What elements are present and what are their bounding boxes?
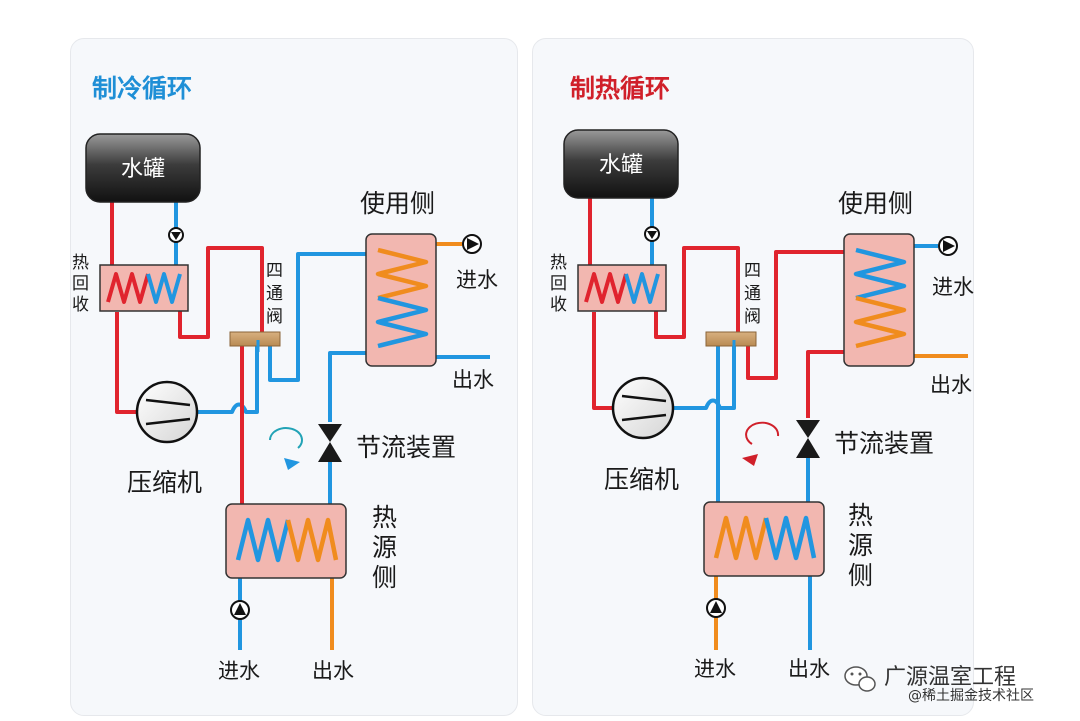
source-water-in-label: 进水 (694, 657, 736, 681)
source-side-label-char: 热 (372, 503, 397, 532)
wechat-icon (844, 666, 876, 692)
throttle-label: 节流装置 (834, 429, 934, 458)
water-tank (85, 133, 201, 203)
compressor-icon (611, 376, 675, 440)
tank-pump-icon (644, 226, 660, 242)
tank-pump-icon (168, 227, 184, 243)
heat-recovery-label: 热 回 收 (72, 253, 89, 315)
user-water-out-label: 出水 (930, 373, 972, 397)
pipe-valve-to-user (268, 252, 366, 382)
compressor-label: 压缩机 (604, 465, 679, 494)
user-side-exchanger (843, 233, 915, 367)
heat-recovery-label: 热 回 收 (550, 253, 567, 315)
panel-heating: 制热循环 水罐 (550, 74, 974, 681)
compressor-label: 压缩机 (127, 468, 202, 497)
source-side-label-char: 热 (848, 501, 873, 530)
throttle-valve-icon (318, 424, 342, 462)
user-water-in-label: 进水 (932, 275, 974, 299)
pipe-user-to-throttle (806, 350, 844, 418)
source-side-label-char: 源 (372, 533, 397, 562)
cycle-direction-arrow (742, 421, 780, 466)
user-water-out-label: 出水 (452, 368, 494, 392)
user-water-in-pump-icon (938, 236, 958, 256)
pipe-recovery-to-compressor (115, 312, 137, 414)
four-way-valve (705, 331, 757, 352)
four-way-valve-label-char: 阀 (266, 307, 283, 327)
user-side-label: 使用侧 (838, 189, 913, 218)
source-water-in-pump-icon (706, 598, 726, 618)
source-side-exchanger (703, 501, 825, 577)
panel-title: 制冷循环 (92, 74, 192, 103)
source-water-in-label: 进水 (218, 659, 260, 683)
four-way-valve-label-char: 通 (744, 284, 761, 304)
source-side-label: 热 源 侧 (848, 501, 873, 590)
heat-recovery-label-char: 热 (550, 253, 567, 273)
four-way-valve-label: 四 通 阀 (744, 261, 761, 327)
source-side-exchanger (225, 503, 347, 579)
panel-cooling: 制冷循环 (72, 74, 498, 683)
source-side-label-char: 源 (848, 531, 873, 560)
user-side-label: 使用侧 (360, 189, 435, 218)
heat-recovery-label-char: 收 (550, 295, 567, 315)
watermark: 广源温室工程 @稀土掘金技术社区 (844, 665, 1034, 704)
source-side-label: 热 源 侧 (372, 503, 397, 592)
throttle-valve-icon (796, 420, 820, 458)
pipe-user-to-throttle (328, 351, 366, 422)
heat-recovery-label-char: 热 (72, 253, 89, 273)
heat-recovery-label-char: 回 (550, 274, 567, 294)
heat-recovery-exchanger (577, 264, 667, 312)
pipe-valve-to-user (746, 250, 844, 380)
source-side-label-char: 侧 (848, 561, 873, 590)
pipe-recovery-to-compressor (592, 312, 614, 410)
panel-title: 制热循环 (570, 74, 670, 103)
source-water-out-label: 出水 (788, 657, 830, 681)
pipe-compressor-suction (672, 342, 736, 410)
water-tank-label: 水罐 (121, 157, 165, 182)
cycle-direction-arrow (269, 427, 303, 470)
heat-recovery-label-char: 收 (72, 295, 89, 315)
throttle-label: 节流装置 (356, 433, 456, 462)
pipe-compressor-suction (197, 342, 259, 414)
pipe-recovery-to-valve (654, 246, 740, 339)
four-way-valve-label-char: 四 (266, 261, 283, 281)
heat-recovery-exchanger (99, 264, 189, 312)
water-tank (563, 129, 679, 199)
heat-recovery-label-char: 回 (72, 274, 89, 294)
watermark-line2: @稀土掘金技术社区 (908, 688, 1034, 704)
four-way-valve-label-char: 通 (266, 284, 283, 304)
pipe-recovery-to-valve (178, 246, 264, 339)
user-water-in-pump-icon (462, 234, 482, 254)
source-side-label-char: 侧 (372, 563, 397, 592)
user-water-in-label: 进水 (456, 268, 498, 292)
four-way-valve-label: 四 通 阀 (266, 261, 283, 327)
four-way-valve-label-char: 四 (744, 261, 761, 281)
source-water-in-pump-icon (230, 600, 250, 620)
four-way-valve-label-char: 阀 (744, 307, 761, 327)
compressor-icon (135, 380, 199, 444)
watermark-line1: 广源温室工程 (884, 665, 1016, 690)
source-water-out-label: 出水 (312, 659, 354, 683)
user-side-exchanger (365, 233, 437, 367)
water-tank-label: 水罐 (599, 153, 643, 178)
four-way-valve (229, 331, 281, 352)
